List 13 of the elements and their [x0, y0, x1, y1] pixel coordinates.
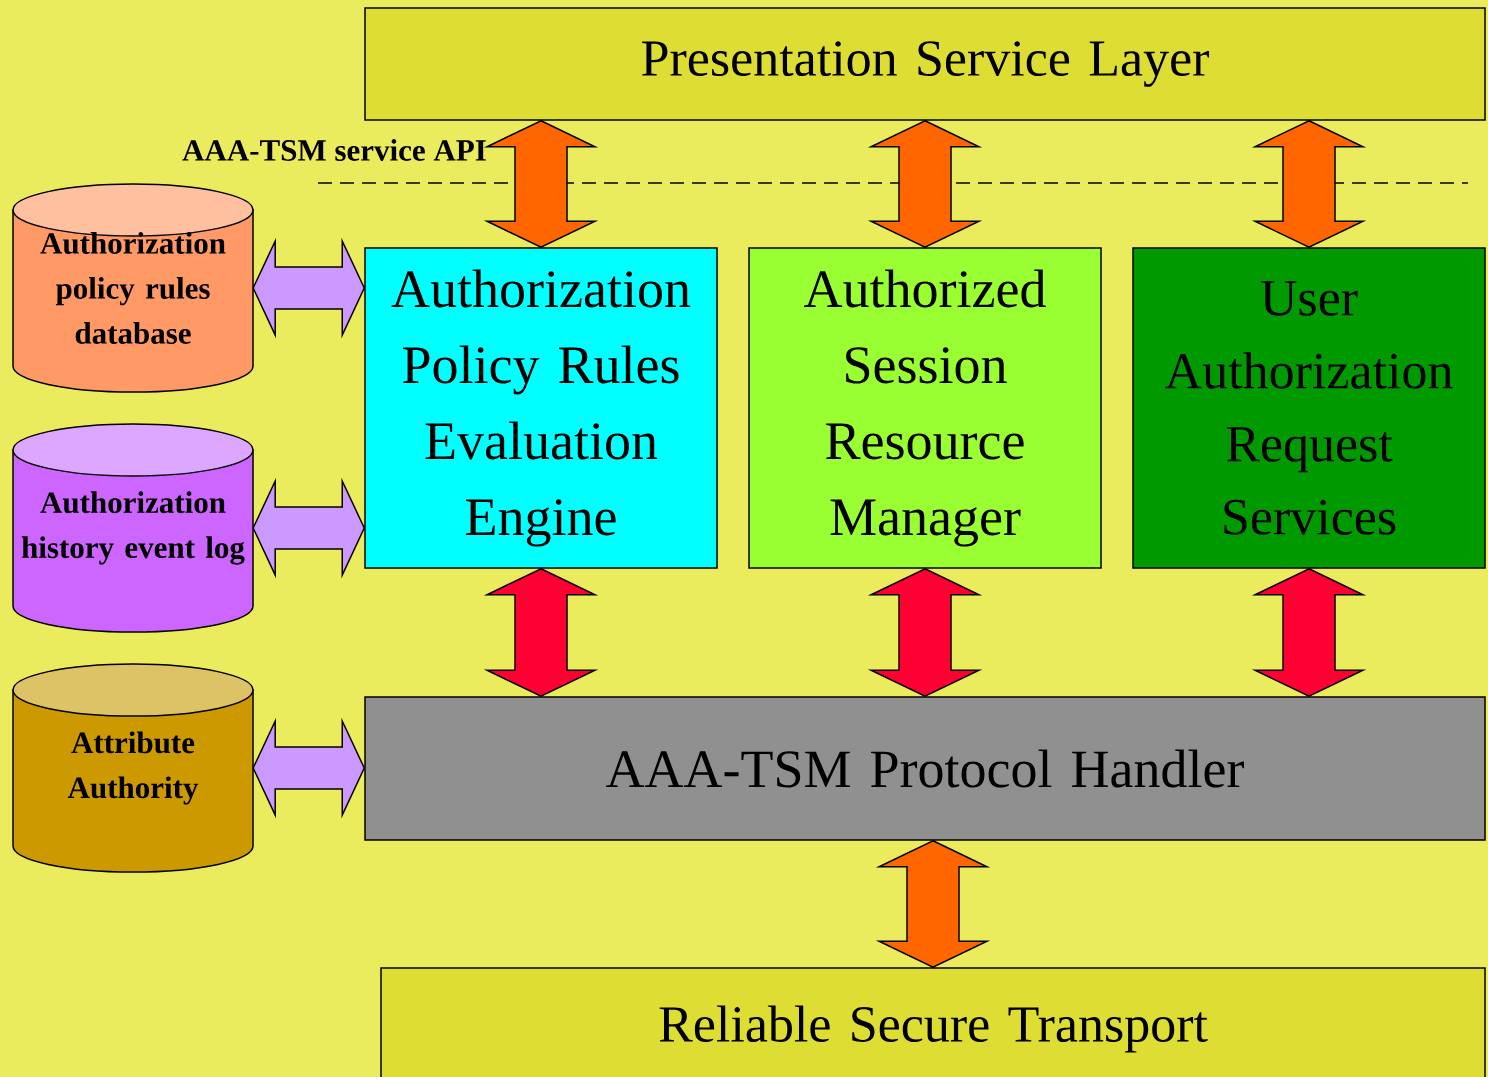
double-arrow	[252, 237, 366, 339]
process-box: User Authorization Request Services	[1132, 247, 1486, 569]
database-cylinder: Authorization policy rules database	[12, 183, 254, 393]
process-box: Authorization Policy Rules Evaluation Engine	[364, 247, 718, 569]
process-box: Authorized Session Resource Manager	[748, 247, 1102, 569]
database-cylinder: Attribute Authority	[12, 663, 254, 873]
layer-box: AAA-TSM Protocol Handler	[364, 696, 1486, 841]
double-arrow	[252, 717, 366, 819]
layer-box: Reliable Secure Transport	[380, 967, 1486, 1077]
api-label: AAA-TSM service API	[182, 139, 486, 161]
double-arrow	[252, 477, 366, 579]
layer-box: Presentation Service Layer	[364, 7, 1486, 121]
database-cylinder: Authorization history event log	[12, 423, 254, 633]
